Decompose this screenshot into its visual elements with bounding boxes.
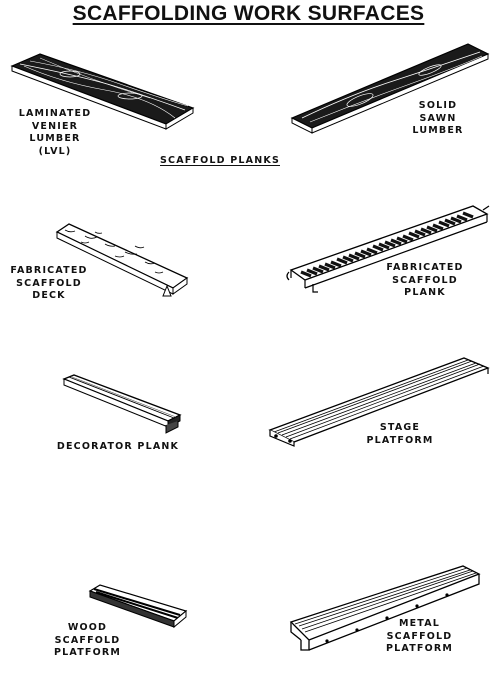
section-label-scaffold-planks: SCAFFOLD PLANKS <box>160 155 280 166</box>
caption-metal-platform: METAL SCAFFOLD PLATFORM <box>385 618 454 654</box>
caption-lvl: LAMINATED VENIER LUMBER (LVL) <box>18 108 92 157</box>
caption-wood-platform: WOOD SCAFFOLD PLATFORM <box>53 622 122 658</box>
stage-platform-illustration <box>268 357 490 447</box>
fabricated-plank-illustration <box>286 205 490 293</box>
metal-platform-illustration <box>289 565 481 651</box>
page-title: SCAFFOLDING WORK SURFACES <box>72 2 425 25</box>
fabricated-deck-illustration <box>55 223 189 297</box>
caption-fab-deck: FABRICATED SCAFFOLD DECK <box>10 265 88 301</box>
wood-platform-illustration <box>88 584 188 629</box>
lvl-plank-illustration <box>10 53 195 130</box>
decorator-plank-illustration <box>62 374 182 434</box>
caption-fab-plank: FABRICATED SCAFFOLD PLANK <box>386 262 464 298</box>
caption-decorator: DECORATOR PLANK <box>56 441 180 452</box>
caption-solid-sawn: SOLID SAWN LUMBER <box>412 100 464 136</box>
solid-sawn-plank-illustration <box>290 43 490 134</box>
caption-stage: STAGE PLATFORM <box>366 422 434 446</box>
